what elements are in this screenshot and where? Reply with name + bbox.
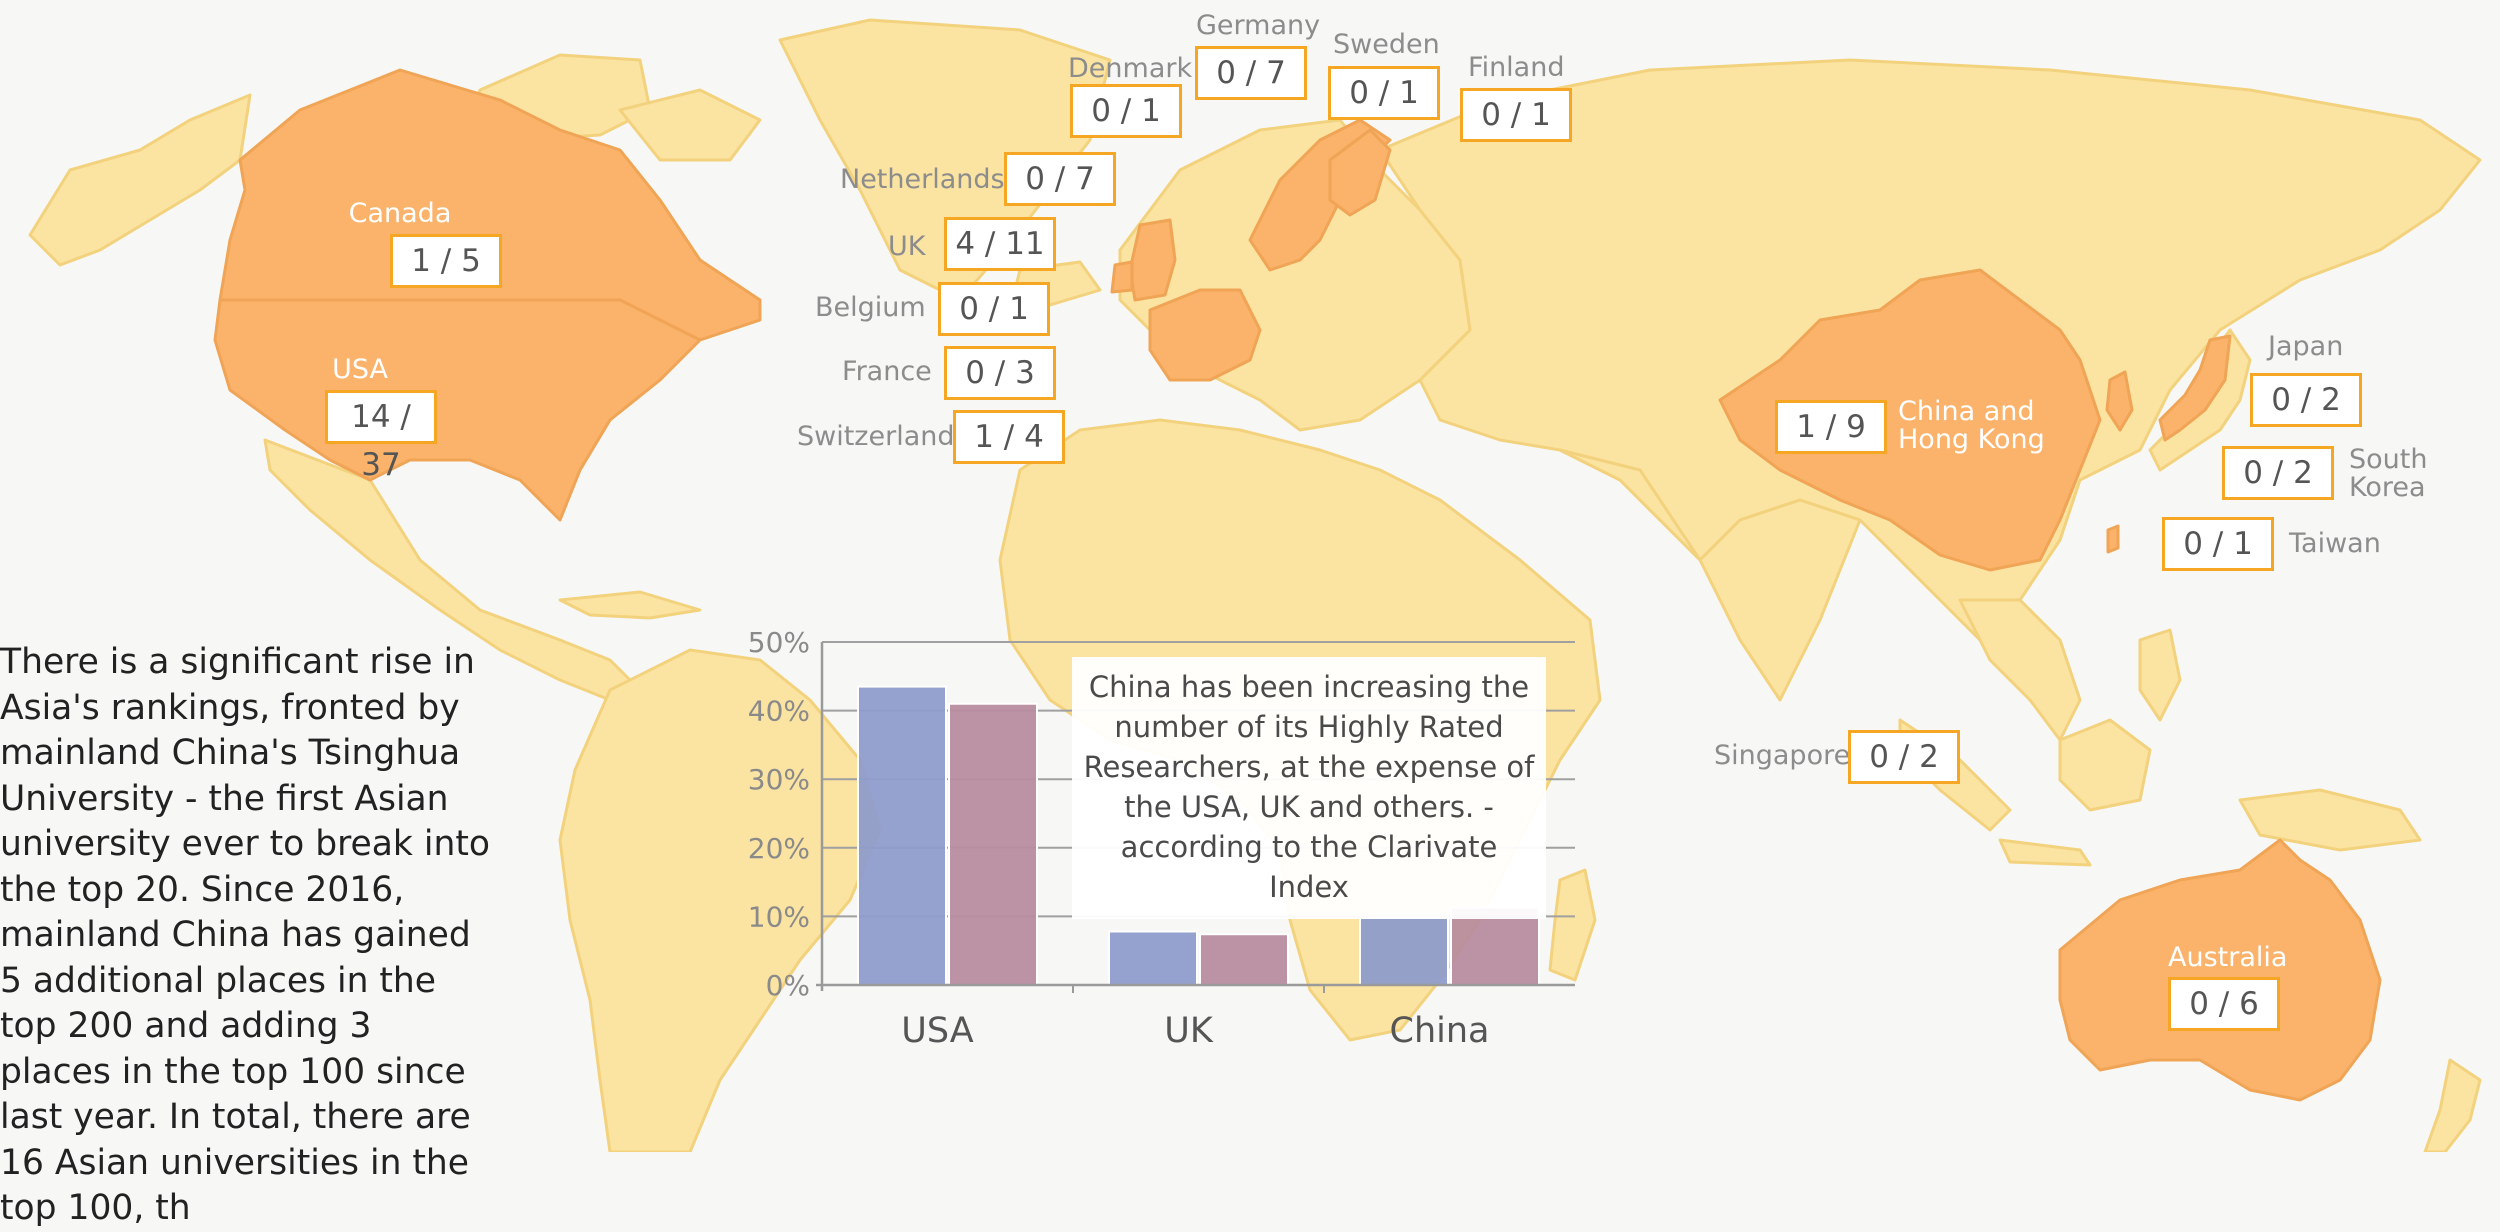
south-america <box>558 648 882 1152</box>
country-label-australia: Australia <box>2168 942 2288 973</box>
category-label: China <box>1390 1011 1490 1051</box>
country-value-box-uk: 4 / 11 <box>944 217 1056 271</box>
java <box>1998 838 2092 867</box>
country-value-box-south_korea: 0 / 2 <box>2222 446 2334 500</box>
country-label-switzerland: Switzerland <box>797 421 955 452</box>
country-label-line: China and <box>1898 396 2035 427</box>
category-label: UK <box>1164 1011 1214 1051</box>
y-tick-label: 20% <box>748 832 810 865</box>
new-zealand <box>2423 1058 2482 1152</box>
y-tick-label: 40% <box>748 695 810 728</box>
arabia-india <box>1558 448 1862 702</box>
country-label-denmark: Denmark <box>1068 53 1193 84</box>
country-value-box-france: 0 / 3 <box>944 346 1056 400</box>
country-label-japan: Japan <box>2268 331 2344 362</box>
japan-shape <box>2158 334 2232 442</box>
korea-shape <box>2105 370 2134 432</box>
china-shape <box>1718 268 2102 572</box>
country-value-box-switzerland: 1 / 4 <box>953 410 1065 464</box>
alaska <box>28 93 252 267</box>
country-value-box-taiwan: 0 / 1 <box>2162 517 2274 571</box>
y-tick-label: 30% <box>748 763 810 796</box>
bar-china-1 <box>1450 906 1540 986</box>
country-label-usa: USA <box>332 354 388 385</box>
country-value-box-japan: 0 / 2 <box>2250 373 2362 427</box>
bar-usa-0 <box>857 685 947 986</box>
australia-shape <box>2058 838 2382 1102</box>
country-value-box-usa: 14 / 37 <box>325 390 437 483</box>
y-tick-label: 0% <box>766 969 810 1002</box>
country-label-canada: Canada <box>348 198 452 229</box>
country-label-singapore: Singapore <box>1714 740 1851 771</box>
country-value-box-australia: 0 / 6 <box>2168 977 2280 1031</box>
country-value-box-denmark: 0 / 1 <box>1070 84 1182 138</box>
country-label-line: Hong Kong <box>1898 424 2045 455</box>
country-value-box-sweden: 0 / 1 <box>1328 66 1440 120</box>
indochina <box>1958 598 2082 742</box>
intro-paragraph: There is a significant rise in Asia's ra… <box>0 642 490 1228</box>
y-tick-label: 10% <box>748 900 810 933</box>
researchers-bar-chart: 0% 10% 20% 30% 40% 50% USA UK China <box>748 626 1575 1051</box>
country-label-line: Korea <box>2349 472 2426 503</box>
country-value-box-netherlands: 0 / 7 <box>1004 152 1116 206</box>
bar-usa-1 <box>948 702 1038 987</box>
country-label-finland: Finland <box>1468 52 1565 83</box>
highlighted-countries <box>213 68 2382 1102</box>
canada-arctic-islands-2 <box>618 88 762 162</box>
country-label-france: France <box>842 356 932 387</box>
philippines <box>2138 628 2182 722</box>
taiwan-shape <box>2106 524 2120 554</box>
bar-uk-0 <box>1108 930 1198 987</box>
country-value-box-canada: 1 / 5 <box>390 234 502 288</box>
country-label-taiwan: Taiwan <box>2289 528 2381 559</box>
ireland-shape <box>1110 260 1134 294</box>
country-label-belgium: Belgium <box>815 292 926 323</box>
new-guinea <box>2238 788 2422 852</box>
western-europe-shape <box>1148 288 1262 382</box>
country-label-uk: UK <box>888 231 926 262</box>
bar-china-0 <box>1359 916 1449 986</box>
madagascar <box>1548 868 1597 982</box>
usa-shape <box>213 298 702 522</box>
finland-shape <box>1328 128 1392 217</box>
country-label-sweden: Sweden <box>1333 29 1440 60</box>
cuba-caribbean <box>558 590 702 620</box>
country-value-box-belgium: 0 / 1 <box>938 282 1050 336</box>
y-tick-label: 50% <box>748 626 810 659</box>
country-value-box-germany: 0 / 7 <box>1195 46 1307 100</box>
country-value-box-finland: 0 / 1 <box>1460 88 1572 142</box>
borneo <box>2058 718 2152 812</box>
country-value-box-china: 1 / 9 <box>1775 400 1887 454</box>
country-label-line: South <box>2349 444 2428 475</box>
country-value-box-singapore: 0 / 2 <box>1848 730 1960 784</box>
country-label-germany: Germany <box>1196 10 1321 41</box>
country-label-netherlands: Netherlands <box>840 164 1005 195</box>
chart-callout: China has been increasing the number of … <box>1072 657 1546 919</box>
bar-uk-1 <box>1199 933 1289 986</box>
category-label: USA <box>901 1011 973 1051</box>
